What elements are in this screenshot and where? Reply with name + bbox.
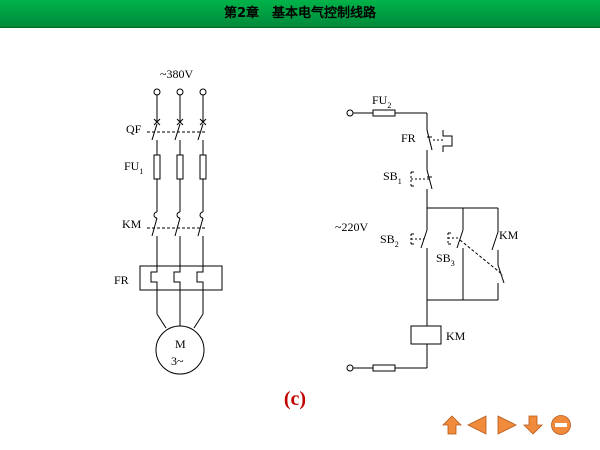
exit-icon[interactable] bbox=[550, 414, 572, 436]
sb2-label: SB2 bbox=[380, 232, 399, 249]
figure-caption: (c) bbox=[283, 388, 307, 410]
km-coil-label: KM bbox=[446, 329, 466, 343]
control-circuit-labels: FU2 FR SB1 ~220V SB2 SB3 KM KM bbox=[335, 93, 519, 343]
circuit-diagram: ~380V QF FU1 KM FR M 3~ FU2 FR SB1 ~220V… bbox=[114, 67, 519, 375]
control-circuit bbox=[346, 109, 505, 372]
fr-contact-label: FR bbox=[401, 131, 416, 145]
motor-label: M bbox=[175, 337, 186, 351]
main-circuit bbox=[139, 88, 223, 375]
sb1-label: SB1 bbox=[383, 169, 402, 186]
fr-label: FR bbox=[114, 273, 129, 287]
supply-voltage-label: ~380V bbox=[160, 67, 193, 81]
qf-label: QF bbox=[126, 122, 142, 136]
fu1-label: FU1 bbox=[124, 159, 143, 176]
header-bar: 第2章 基本电气控制线路 bbox=[0, 0, 600, 28]
fu2-label: FU2 bbox=[372, 93, 391, 110]
arrow-down-icon[interactable] bbox=[522, 414, 544, 436]
arrow-left-icon[interactable] bbox=[466, 414, 488, 436]
sb3-label: SB3 bbox=[436, 251, 455, 268]
page-title: 第2章 基本电气控制线路 bbox=[223, 6, 377, 21]
main-circuit-labels: ~380V QF FU1 KM FR M 3~ bbox=[114, 67, 193, 368]
arrow-up-icon[interactable] bbox=[441, 414, 463, 436]
control-voltage-label: ~220V bbox=[335, 220, 368, 234]
arrow-right-icon[interactable] bbox=[496, 414, 518, 436]
motor-phase-label: 3~ bbox=[171, 354, 184, 368]
km-contact-label: KM bbox=[499, 228, 519, 242]
km-label: KM bbox=[122, 217, 142, 231]
